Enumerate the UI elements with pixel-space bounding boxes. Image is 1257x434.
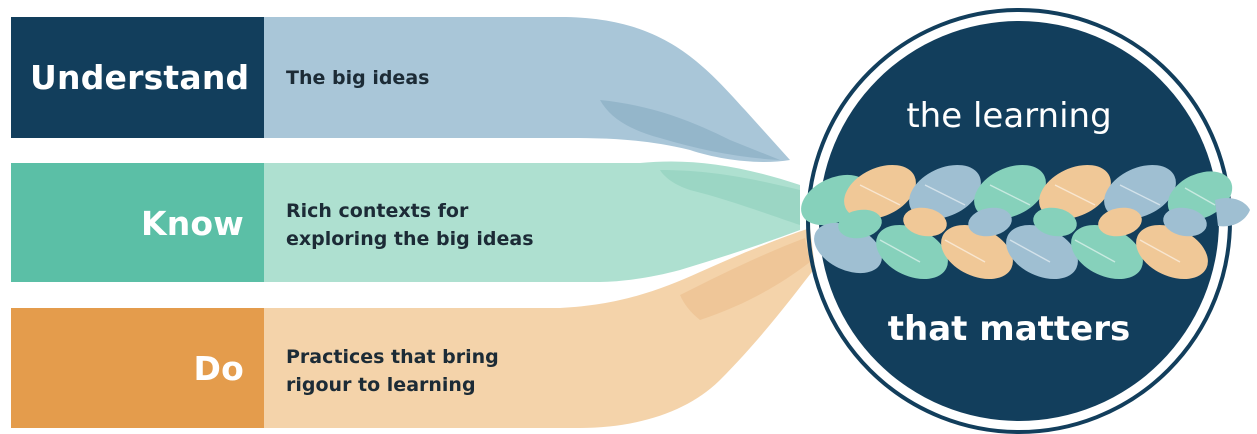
braid-segment — [1033, 207, 1077, 237]
know-ribbon-shade — [660, 170, 800, 225]
braid-segment — [1163, 207, 1207, 237]
braid-segment — [968, 207, 1012, 237]
understand-ribbon-shade — [600, 100, 780, 160]
know-label: Know — [140, 204, 244, 243]
braid-segment — [844, 164, 916, 220]
know-description: Rich contexts for exploring the big idea… — [286, 197, 534, 253]
know-description-line: exploring the big ideas — [286, 228, 534, 250]
do-strand — [264, 228, 815, 428]
braid-segment — [838, 209, 882, 239]
braid-segment — [1006, 224, 1078, 280]
do-description-line: Practices that bring — [286, 346, 499, 368]
do-ribbon — [264, 228, 815, 428]
braid-tail — [1215, 198, 1250, 227]
know-ribbon — [264, 161, 800, 282]
circle-fill — [819, 21, 1219, 421]
braid — [801, 164, 1250, 280]
do-ribbon-shade — [680, 238, 810, 320]
understand-description-line: The big ideas — [286, 67, 430, 89]
understand-label: Understand — [30, 58, 250, 97]
braid-segment — [903, 207, 947, 237]
understand-label-block — [11, 17, 264, 138]
circle-bottom-text: that matters — [887, 309, 1131, 349]
braid-segment — [1136, 224, 1208, 280]
braid-segment — [941, 224, 1013, 280]
braid-segment — [1098, 207, 1142, 237]
braid-segment — [1104, 164, 1176, 220]
know-label-block — [11, 163, 264, 282]
understand-strand — [264, 17, 790, 162]
braid-segment — [909, 164, 981, 220]
do-label: Do — [193, 349, 244, 388]
understand-description: The big ideas — [286, 64, 429, 92]
know-description-line: Rich contexts for — [286, 200, 469, 222]
do-description: Practices that bring rigour to learning — [286, 343, 499, 399]
braid-segment — [974, 164, 1046, 220]
braid-segment — [1071, 224, 1143, 280]
braid-segment — [1039, 164, 1111, 220]
braid-segment — [876, 224, 948, 280]
circle-top-text: the learning — [906, 96, 1112, 136]
know-strand — [264, 161, 800, 282]
do-label-block — [11, 308, 264, 428]
do-description-line: rigour to learning — [286, 374, 476, 396]
